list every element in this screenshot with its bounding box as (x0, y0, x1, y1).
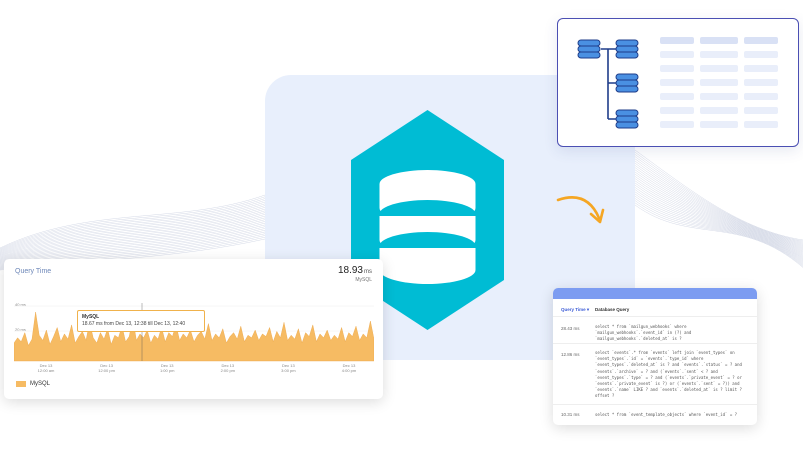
x-tick-label: Dec 13 2:00 pm (220, 363, 236, 373)
area-series-mysql (14, 311, 374, 362)
chart-value-unit: ms (364, 269, 372, 275)
chart-legend[interactable]: MySQL (16, 381, 50, 387)
chart-tooltip: MySQL 18.67 ms from Dec 13, 12:38 till D… (77, 310, 205, 332)
table-row[interactable]: 12.86 ms select `events`.* from `events`… (553, 343, 757, 404)
card-header-bar (553, 288, 757, 299)
x-tick-label: Dec 13 12:00 pm (98, 363, 115, 373)
column-header-database-query: Database Query (595, 307, 630, 312)
database-tree-icon (577, 37, 778, 129)
query-text-cell: select * from `event_template_objects` w… (595, 412, 738, 417)
database-query-card: Query Time ▾ Database Query 28.43 ms sel… (553, 288, 757, 425)
y-tick-label: 40 ms (15, 302, 26, 307)
chart-source-label: MySQL (355, 277, 372, 283)
y-tick-label: 20 ms (15, 327, 26, 332)
tooltip-title: MySQL (82, 314, 100, 320)
legend-swatch (16, 381, 26, 387)
chart-current-value: 18.93ms (338, 265, 372, 276)
x-tick-label: Dec 13 3:00 pm (281, 363, 296, 373)
x-tick-label: Dec 13 1:00 pm (159, 363, 175, 373)
table-row[interactable]: 28.43 ms select * from `mailgun_webhooks… (553, 316, 757, 343)
chart-value-number: 18.93 (337, 265, 363, 276)
query-time-cell: 10.31 ms (561, 412, 580, 417)
tooltip-body: 18.67 ms from Dec 13, 12:38 till Dec 13,… (82, 321, 186, 327)
x-tick-label: Dec 13 4:00 pm (341, 363, 357, 373)
schema-card (557, 18, 799, 147)
curved-arrow-icon (556, 196, 605, 224)
query-time-cell: 12.86 ms (561, 352, 580, 357)
query-time-cell: 28.43 ms (561, 326, 580, 331)
legend-label: MySQL (30, 381, 51, 387)
query-time-chart-card: Query Time 18.93ms MySQL 40 ms 20 ms Dec… (4, 259, 383, 399)
query-text-cell: select `events`.* from `events` left joi… (595, 350, 742, 399)
chart-title: Query Time (15, 268, 52, 275)
column-header-query-time[interactable]: Query Time ▾ (561, 307, 590, 312)
x-tick-label: Dec 13 12:00 am (37, 363, 55, 373)
database-icon (351, 110, 504, 330)
query-text-cell: select * from `mailgun_webhooks` where `… (595, 324, 692, 342)
table-row[interactable]: 10.31 ms select * from `event_template_o… (553, 404, 757, 425)
